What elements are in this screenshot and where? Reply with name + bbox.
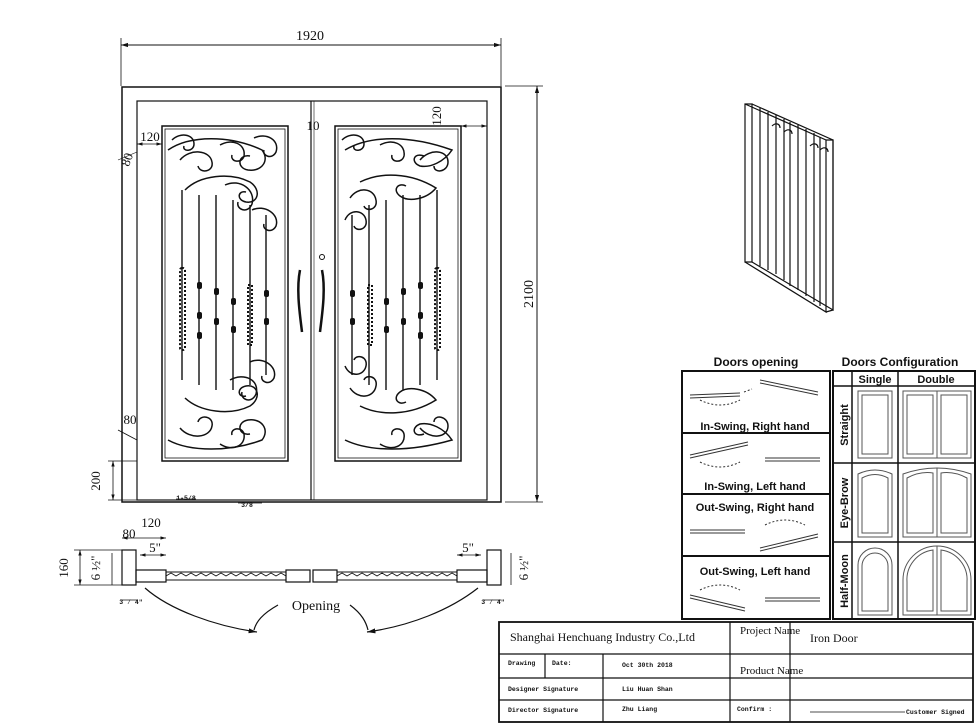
plan-dim-160: 160 [56, 558, 71, 578]
designer-value: Liu Huan Shan [622, 686, 673, 693]
small-dim-a: 1-5/8 [176, 495, 196, 502]
opening-option-1-label: In-Swing, Right hand [700, 421, 809, 433]
product-label: Product Name [740, 665, 803, 677]
config-col-single: Single [858, 374, 891, 386]
config-row-eyebrow: Eye-Brow [839, 477, 851, 528]
project-value: Iron Door [810, 631, 858, 645]
doors-config-title: Doors Configuration [842, 355, 959, 369]
plan-view [74, 536, 512, 634]
height-dimension: 2100 [522, 280, 537, 308]
project-label: Project Name [740, 625, 800, 637]
center-gap-dim: 10 [307, 118, 320, 133]
plan-quarter-left: 3 ⁄ 4" [119, 599, 143, 606]
front-dimension-labels: 1920 2100 120 120 80 10 80 200 [88, 29, 537, 491]
bar-ornaments [179, 267, 441, 351]
config-row-straight: Straight [839, 404, 851, 446]
width-dimension: 1920 [296, 29, 324, 44]
title-block [498, 621, 974, 723]
director-value: Zhu Liang [622, 706, 657, 713]
front-elevation [120, 38, 543, 503]
plan-dim-80: 80 [123, 526, 136, 541]
frame-top-right-dim: 120 [429, 106, 444, 126]
bottom-rail-dim: 200 [88, 471, 103, 491]
frame-top-left-dim: 120 [140, 129, 160, 144]
isometric-view [744, 103, 834, 314]
opening-label: Opening [292, 599, 340, 614]
opening-option-2-label: In-Swing, Left hand [704, 481, 805, 493]
date-label: Date: [552, 660, 572, 667]
plan-dimension-labels: 80 120 160 5" 5" 6 ½" 6 ½" 3 ⁄ 4" 3 ⁄ 4"… [56, 515, 531, 614]
opening-option-1 [689, 379, 819, 406]
plan-quarter-right: 3 ⁄ 4" [481, 599, 505, 606]
door-handles [297, 254, 325, 333]
config-col-double: Double [917, 374, 954, 386]
customer-signed-label: Customer Signed [906, 709, 965, 716]
opening-option-4 [689, 584, 820, 612]
config-row-halfmoon: Half-Moon [839, 554, 851, 608]
confirm-label: Confirm : [737, 706, 772, 713]
doors-opening-panel: Doors opening Doors Configuration In-Swi… [680, 352, 976, 620]
plan-5in-right: 5" [462, 540, 474, 555]
small-dim-b: 3/8 [241, 502, 253, 509]
date-value: Oct 30th 2018 [622, 662, 673, 669]
plan-6half-right: 6 ½" [516, 556, 531, 581]
opening-option-4-label: Out-Swing, Left hand [700, 566, 811, 578]
side-left-dim: 80 [118, 151, 137, 168]
opening-option-3 [690, 519, 819, 552]
opening-option-3-label: Out-Swing, Right hand [696, 502, 815, 514]
bottom-side-dim: 80 [124, 412, 137, 427]
designer-label: Designer Signature [508, 686, 578, 693]
title-block-text: Shanghai Henchuang Industry Co.,Ltd Proj… [508, 625, 965, 716]
company-name: Shanghai Henchuang Industry Co.,Ltd [510, 630, 695, 644]
plan-dim-120: 120 [141, 515, 161, 530]
plan-5in-left: 5" [149, 540, 161, 555]
doors-config-panel: Single Double Straight Eye-Brow Half-Moo… [832, 370, 976, 620]
doors-opening-title: Doors opening [714, 355, 799, 369]
drawing-label: Drawing [508, 660, 535, 667]
plan-6half-left: 6 ½" [88, 556, 103, 581]
director-label: Director Signature [508, 707, 578, 714]
opening-option-2 [689, 441, 820, 468]
front-dim-lines [108, 124, 487, 504]
